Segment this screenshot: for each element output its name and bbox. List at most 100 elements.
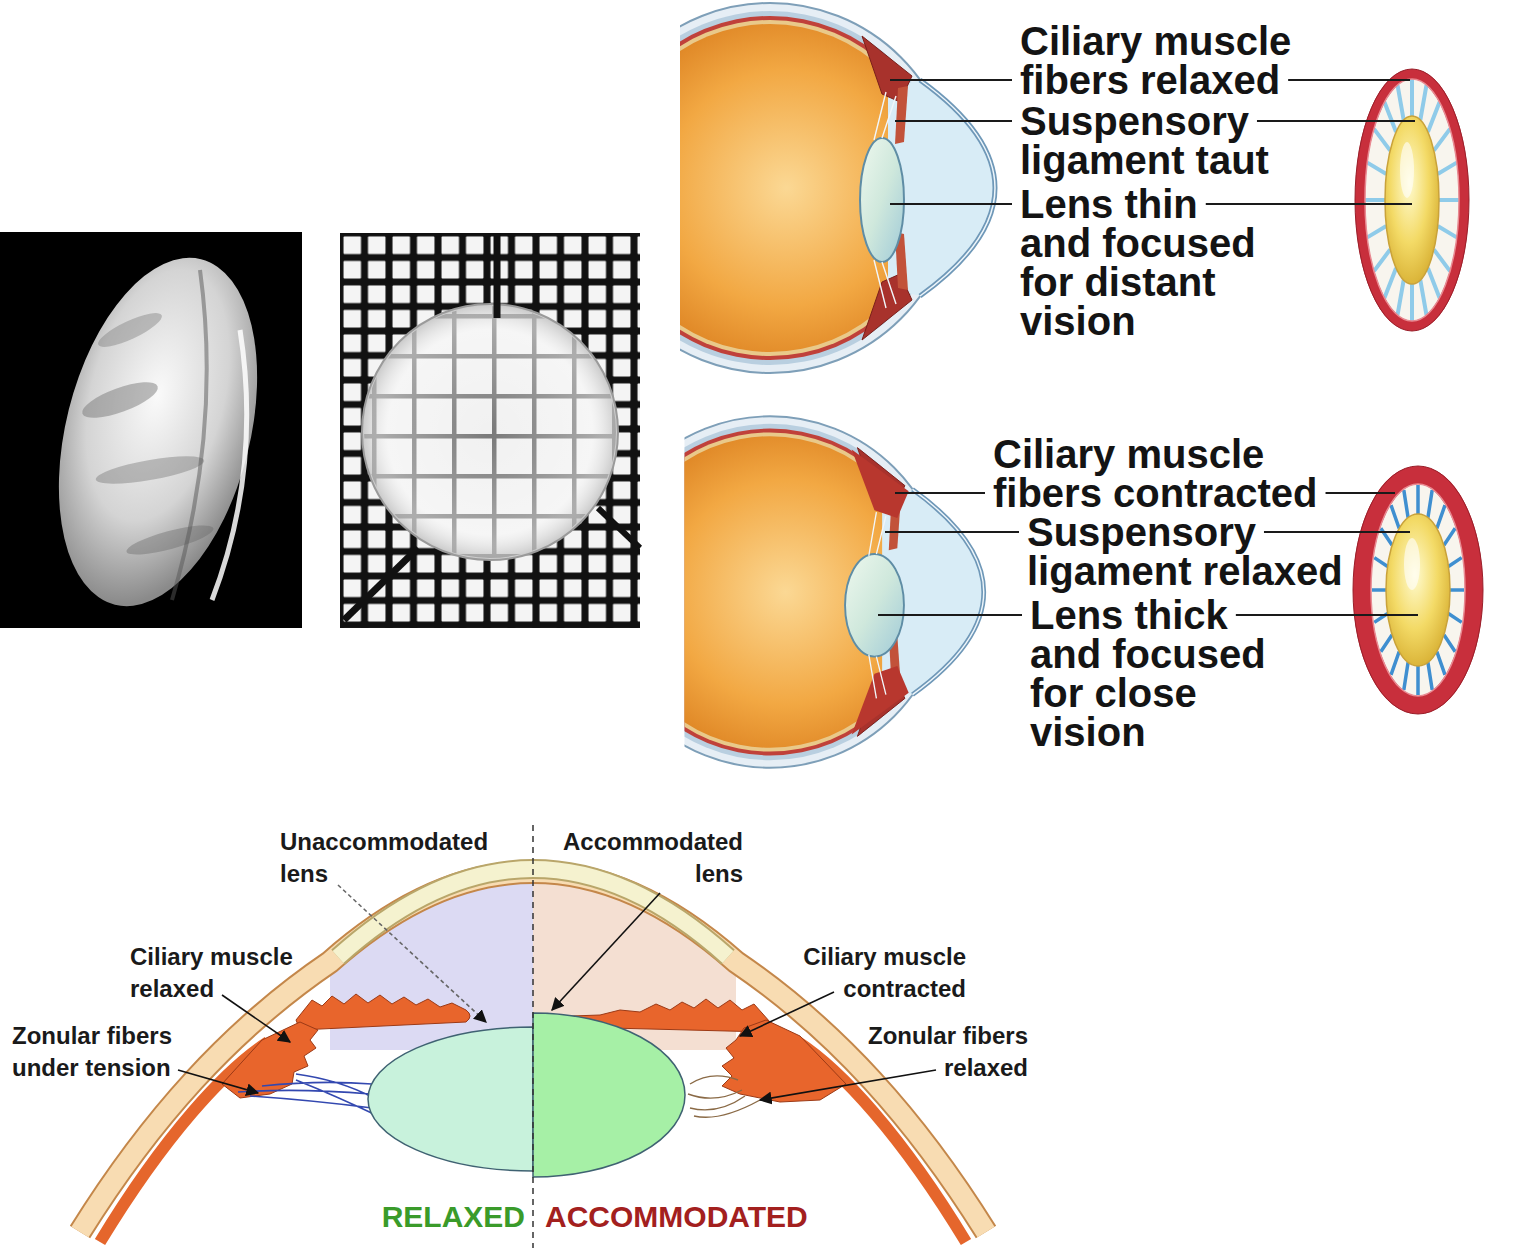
callout-label: Suspensory ligament taut <box>1020 102 1320 180</box>
ring-relaxed <box>1355 69 1469 331</box>
label-slot: Ciliary muscle fibers relaxed <box>1020 22 1320 100</box>
accommodation-cross-section-part <box>722 1020 846 1102</box>
eye-accommodated-part <box>852 666 909 734</box>
leader-line <box>890 203 1012 205</box>
part-label: Zonular fibers relaxed <box>848 1020 1028 1084</box>
state-label: RELAXED <box>370 1199 525 1235</box>
lens-on-grid-photo-part <box>340 233 640 628</box>
part-label: Unaccommodated lens <box>280 826 505 890</box>
callout-label: Lens thick and focused for close vision <box>1030 596 1280 752</box>
lens-on-grid-photo-part <box>344 548 418 620</box>
leader-line <box>1257 120 1415 122</box>
leader-line <box>878 614 1022 616</box>
eye-relaxed-part <box>874 92 896 308</box>
leader-arrows-part <box>760 1070 936 1100</box>
eye-relaxed <box>585 3 995 373</box>
ring-accommodated-part <box>1372 485 1464 695</box>
part-label: Ciliary muscle relaxed <box>130 941 310 1005</box>
leader-line <box>895 120 1012 122</box>
lens-photo-part <box>94 307 165 353</box>
callout-label: Lens thin and focused for distant vision <box>1020 185 1270 341</box>
eye-accommodated-part <box>845 554 904 657</box>
label-slot: Suspensory ligament relaxed <box>1027 513 1349 591</box>
ring-relaxed-part <box>1365 79 1459 321</box>
ring-relaxed-part <box>1360 74 1464 326</box>
lens-photo-part <box>172 270 207 600</box>
label-slot: Zonular fibers relaxed <box>848 1020 1028 1084</box>
ring-accommodated-part <box>1362 475 1474 705</box>
ring-accommodated-part <box>1353 466 1483 714</box>
label-slot: Ciliary muscle relaxed <box>130 941 310 1005</box>
label-slot: Lens thin and focused for distant vision <box>1020 185 1270 341</box>
accommodation-cross-section-part <box>238 1074 378 1116</box>
leader-line <box>1236 614 1418 616</box>
ring-relaxed-part <box>1355 69 1469 331</box>
label-slot: Unaccommodated lens <box>280 826 505 890</box>
leader-line <box>1206 203 1412 205</box>
label-slot: Ciliary muscle contracted <box>786 941 966 1005</box>
lens-photo-part <box>94 451 206 490</box>
eye-relaxed-part <box>860 138 904 262</box>
label-slot: Accommodated lens <box>548 826 743 890</box>
ring-relaxed-part <box>1385 116 1439 284</box>
accommodation-cross-section-part <box>296 994 470 1030</box>
lens-on-grid-photo-part <box>362 304 618 560</box>
lens-on-grid-photo-part <box>598 508 640 548</box>
leader-line <box>1264 531 1410 533</box>
label-slot: Lens thick and focused for close vision <box>1030 596 1280 752</box>
accommodation-cross-section <box>80 825 986 1248</box>
ring-accommodated-part <box>1386 514 1450 666</box>
leader-arrows-part <box>178 1070 258 1093</box>
ring-accommodated <box>1353 466 1483 714</box>
leader-line <box>1326 492 1395 494</box>
leader-line <box>1288 79 1410 81</box>
leader-arrows-part <box>552 893 660 1010</box>
leader-line <box>890 79 1012 81</box>
accommodation-cross-section-part <box>368 1027 533 1171</box>
lens-photo-part <box>78 375 161 425</box>
leader-arrows-part <box>740 992 834 1036</box>
accommodation-cross-section-part <box>688 1076 760 1117</box>
lens-photo-part <box>124 520 216 561</box>
eye-relaxed-part <box>585 3 995 373</box>
eye-accommodated-part <box>594 416 984 768</box>
leader-arrows-part <box>338 885 486 1022</box>
leader-arrows-part <box>222 995 290 1042</box>
lens-on-grid-photo <box>340 233 640 628</box>
part-label: Ciliary muscle contracted <box>786 941 966 1005</box>
ring-relaxed-part <box>1365 79 1459 321</box>
lens-on-grid-photo-part-part <box>362 304 618 560</box>
accommodation-cross-section-part <box>532 825 534 1248</box>
leader-line <box>885 531 1019 533</box>
ring-accommodated-part <box>1404 538 1420 590</box>
callout-label: Ciliary muscle fibers relaxed <box>1020 22 1320 100</box>
lens-on-grid-photo-part <box>494 233 501 318</box>
state-label: ACCOMMODATED <box>545 1199 855 1235</box>
accommodation-cross-section-part <box>533 1013 685 1177</box>
eye-accommodated-part <box>869 512 886 698</box>
label-slot: ACCOMMODATED <box>545 1199 855 1235</box>
label-slot: Zonular fibers under tension <box>12 1020 192 1084</box>
eye-accommodated-part <box>852 450 909 518</box>
label-slot: RELAXED <box>370 1199 525 1235</box>
lens-on-grid-photo-part <box>362 304 618 560</box>
leader-arrows <box>178 885 936 1100</box>
ring-accommodated-part <box>1362 475 1474 705</box>
ring-accommodated-part <box>1371 484 1465 696</box>
ring-relaxed-part <box>1400 142 1414 198</box>
callout-label: Suspensory ligament relaxed <box>1027 513 1349 591</box>
part-label: Accommodated lens <box>548 826 743 890</box>
part-label: Zonular fibers under tension <box>12 1020 192 1084</box>
label-slot: Suspensory ligament taut <box>1020 102 1320 180</box>
lens-photo-part <box>0 232 302 628</box>
lens-on-grid-photo-part <box>362 304 618 560</box>
lens-photo <box>0 232 302 628</box>
lens-photo-part <box>26 237 291 627</box>
label-slot: Ciliary muscle fibers contracted <box>993 435 1333 513</box>
leader-line <box>895 492 985 494</box>
callout-label: Ciliary muscle fibers contracted <box>993 435 1333 513</box>
lens-photo-part <box>212 330 247 600</box>
